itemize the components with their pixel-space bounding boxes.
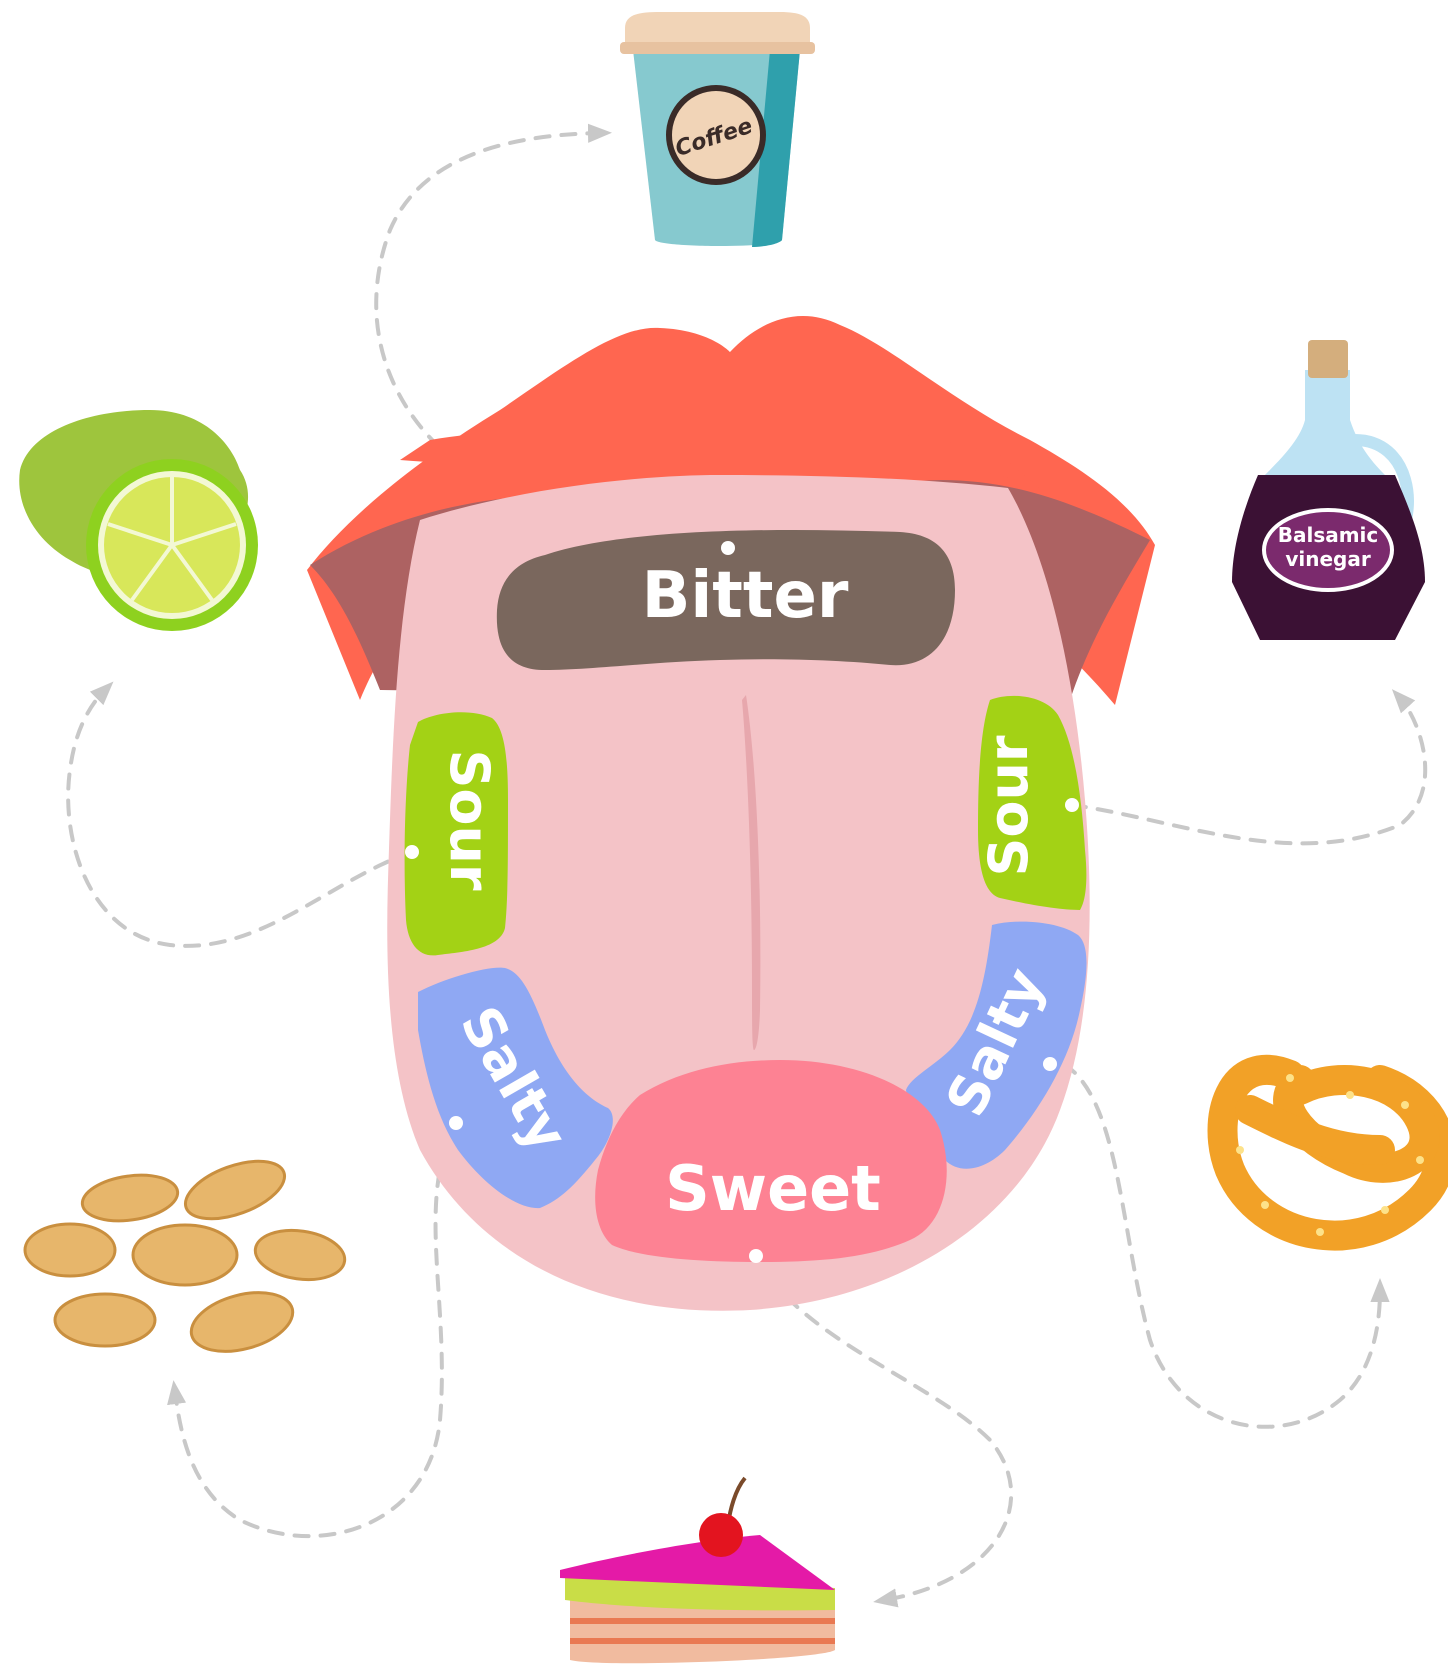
cherry <box>699 1513 743 1557</box>
lime-icon <box>19 410 258 631</box>
chip <box>55 1294 155 1346</box>
arrow-sour-right-to-vinegar <box>1072 698 1425 843</box>
vinegar-bottle-neck <box>1260 370 1390 480</box>
zone-sour-right-label: Sour <box>977 735 1040 876</box>
vinegar-label-line2: vinegar <box>1285 547 1371 571</box>
arrow-sweet-to-cake <box>756 1256 1011 1600</box>
zone-sweet-label: Sweet <box>665 1152 881 1225</box>
cake-stripe-2 <box>570 1638 835 1644</box>
zone-sour-left: Sour <box>405 712 508 955</box>
coffee-cup-lid-rim <box>620 42 815 54</box>
vinegar-label-line1: Balsamic <box>1278 523 1379 547</box>
chip <box>252 1225 348 1285</box>
chip <box>185 1282 299 1361</box>
vinegar-cork <box>1308 340 1348 378</box>
dot-sour-right <box>1065 798 1079 812</box>
cake-stripe-1 <box>570 1618 835 1624</box>
arrow-sour-left-to-lime <box>68 690 412 946</box>
zone-bitter-label: Bitter <box>642 559 849 633</box>
chip <box>25 1224 115 1276</box>
zone-sour-left-label: Sour <box>438 749 501 890</box>
pretzel-cross <box>1250 1110 1380 1150</box>
chip <box>79 1170 180 1227</box>
pretzel-icon <box>1223 1070 1441 1236</box>
balsamic-vinegar-bottle-icon: Balsamic vinegar <box>1232 340 1425 640</box>
dot-salty-left <box>449 1116 463 1130</box>
dot-bitter <box>721 541 735 555</box>
cake-slice-icon <box>560 1478 835 1663</box>
potato-chips-icon <box>25 1150 348 1362</box>
dot-salty-right <box>1043 1057 1057 1071</box>
chip <box>133 1225 237 1285</box>
dot-sour-left <box>405 845 419 859</box>
dot-sweet <box>749 1249 763 1263</box>
chip <box>178 1150 292 1231</box>
coffee-cup-icon: Coffee <box>620 12 815 247</box>
